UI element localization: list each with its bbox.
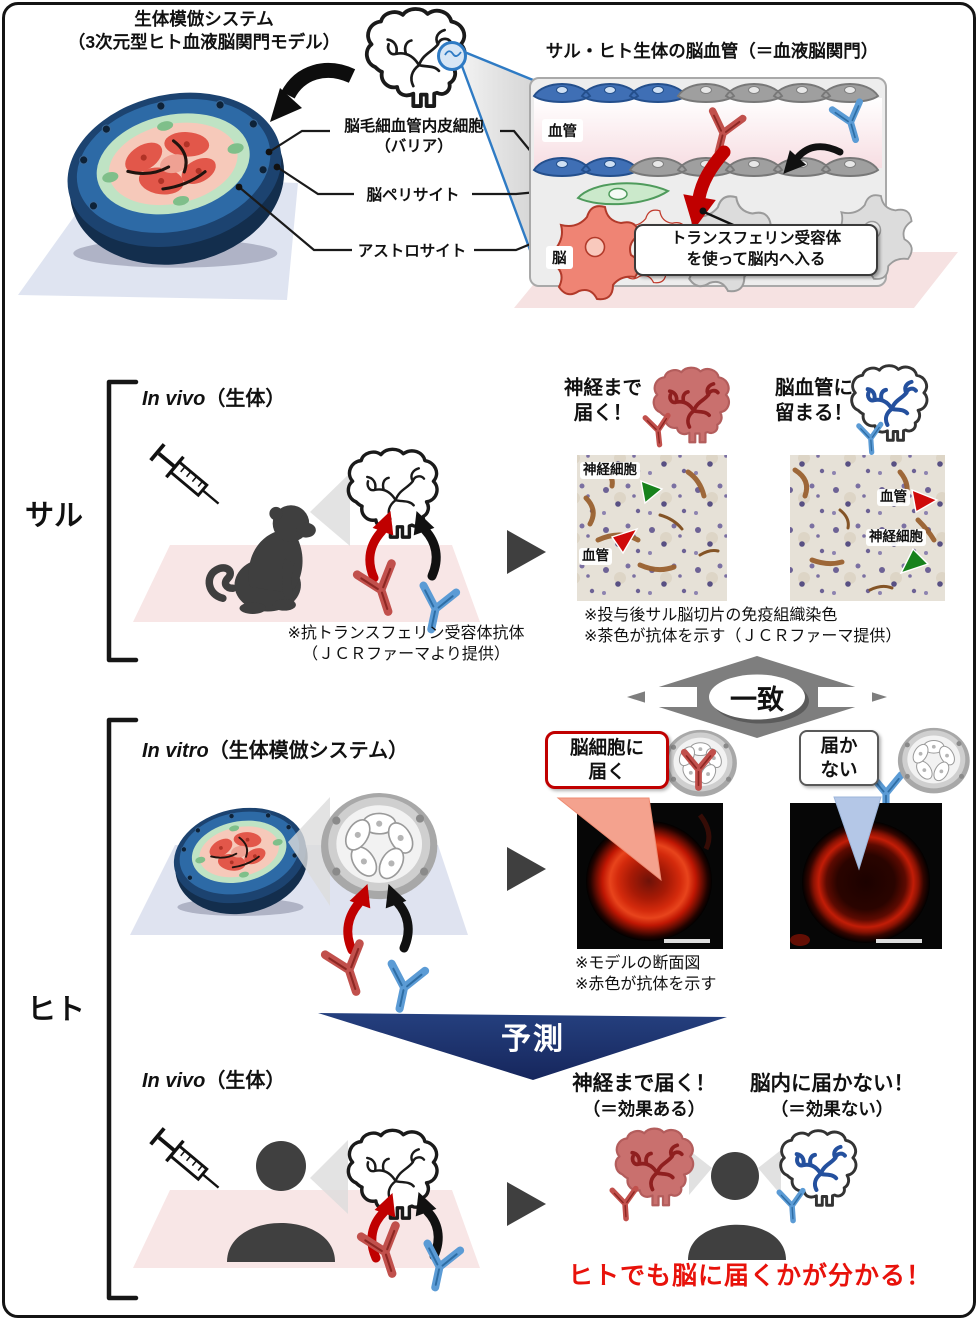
histology-image-right <box>790 455 945 601</box>
antibody-red-icon <box>612 1189 638 1220</box>
invitro-section-title: In vitro（生体模倣システム） <box>142 740 409 762</box>
invitro-results <box>556 727 971 949</box>
neuron-pointer-icon <box>640 479 664 505</box>
flow-arrow-icon <box>507 1182 546 1226</box>
zoom-rays <box>310 1140 348 1214</box>
monkey-row-bracket <box>106 379 139 663</box>
label-pericyte: 脳ペリサイト <box>366 187 460 204</box>
gray-dish-icon <box>320 792 439 900</box>
antibody-blue-icon <box>383 964 425 1012</box>
human-outcome <box>612 1129 856 1260</box>
brain-red-icon <box>616 1129 693 1206</box>
callout-not-reach: 届か ない <box>799 730 879 787</box>
chip-neuron-left: 神経細胞 <box>580 462 640 479</box>
blue-dish-icon <box>163 795 319 928</box>
chip-vessel-right: 血管 <box>877 489 910 506</box>
transferrin-callout: トランスフェリン受容体 を使って脳内へ入る <box>634 224 878 276</box>
outcome-reach: 神経まで届く！ （＝効果ある） <box>572 1072 716 1119</box>
person-icon <box>256 1141 306 1191</box>
magnifier-circle-icon <box>437 41 467 71</box>
flow-arrow-icon <box>507 530 546 574</box>
zoom-rays <box>310 473 350 546</box>
brain-blue-vessels-icon <box>781 1131 856 1206</box>
bounce-arrow <box>794 143 844 161</box>
antibody-blue-icon <box>859 424 883 453</box>
brain-red-icon <box>654 368 729 443</box>
gray-dish-icon <box>897 727 971 794</box>
monkey-invivo-scene <box>133 440 480 633</box>
person-icon <box>711 1152 759 1200</box>
neuron-pointer-icon <box>899 547 930 575</box>
chip-neuron-right: 神経細胞 <box>866 529 926 546</box>
result-reach-label: 神経まで 届く！ <box>563 377 642 425</box>
antibody-blue-icon <box>779 1191 805 1222</box>
human-invivo-scene <box>133 1124 480 1291</box>
label-brain: 脳 <box>546 246 573 269</box>
human-row-bracket <box>106 717 139 1301</box>
curved-arrow-brain-to-model <box>281 62 356 99</box>
match-badge <box>627 656 887 738</box>
model-title: 生体模倣システム （3次元型ヒト血液脳関門モデル） <box>67 9 341 52</box>
human-invivo-title: In vivo（生体） <box>142 1070 286 1092</box>
chip-vessel-left: 血管 <box>579 548 612 565</box>
result-stay-label: 脳血管に 留まる！ <box>774 377 853 425</box>
syringe-icon <box>146 1124 230 1200</box>
row-label-human: ヒト <box>26 994 85 1026</box>
label-astrocyte: アストロサイト <box>357 243 467 260</box>
match-label: 一致 <box>730 685 784 715</box>
label-vessel: 血管 <box>542 119 583 142</box>
scale-bar <box>876 939 922 943</box>
crossing-arrow <box>692 145 731 205</box>
monkey-note: ※抗トランスフェリン受容体抗体 （ＪＣＲファーマより提供） <box>287 625 525 663</box>
vessel-pointer-icon <box>911 488 939 514</box>
reach-pointer <box>556 797 662 882</box>
monkey-caption: ※投与後サル脳切片の免疫組織染色 ※茶色が抗体を示す（ＪＣＲファーマ提供） <box>584 607 902 645</box>
row-label-monkey: サル <box>24 500 83 532</box>
outcome-block: 脳内に届かない！ （＝効果ない） <box>750 1072 914 1119</box>
syringe-icon <box>146 440 230 516</box>
bbb-panel-title: サル・ヒト生体の脳血管（＝血液脳関門） <box>545 41 879 61</box>
histology-image-left <box>577 455 727 601</box>
invitro-scene <box>130 792 468 1012</box>
zoom-rays <box>288 797 330 906</box>
monkey-results <box>577 366 945 601</box>
conclusion: ヒトでも脳に届くかが分かる！ <box>567 1262 932 1290</box>
scale-bar <box>664 939 710 943</box>
block-pointer <box>833 796 882 871</box>
predict-label: 予測 <box>501 1023 565 1056</box>
flow-arrow-icon <box>507 847 546 891</box>
monkey-section-title: In vivo（生体） <box>142 388 286 410</box>
model-illustration <box>18 72 302 300</box>
invitro-caption: ※モデルの断面図 ※赤色が抗体を示す <box>575 955 717 993</box>
predict-arrow <box>318 1013 727 1080</box>
brain-icon <box>367 9 535 260</box>
blue-dish-icon <box>51 72 302 286</box>
callout-reach-cells: 脳細胞に 届く <box>545 731 669 790</box>
label-endothelial: 脳毛細血管内皮細胞 （バリア） <box>344 118 484 156</box>
vessel-pointer-icon <box>610 527 639 555</box>
